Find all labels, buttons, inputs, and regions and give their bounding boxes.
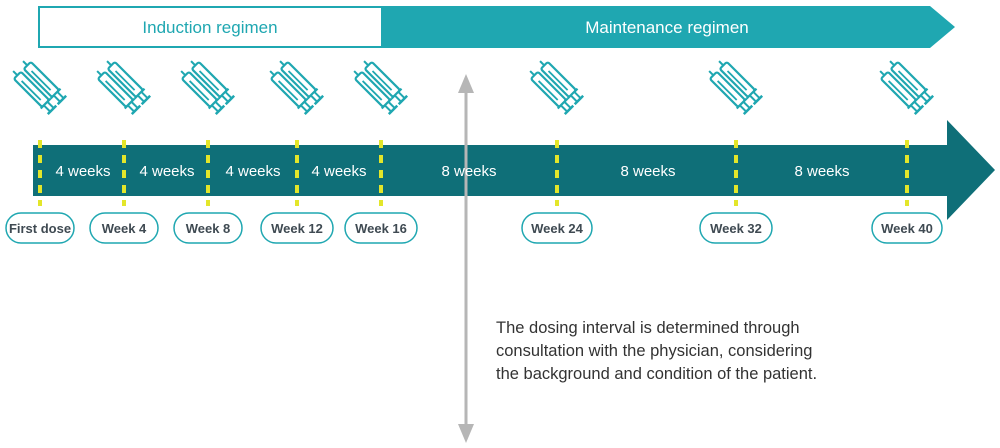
milestone-label: First dose — [9, 221, 71, 236]
milestone-pill: Week 4 — [89, 212, 159, 244]
milestone-pill: Week 16 — [344, 212, 418, 244]
syringe-pair-icon — [525, 56, 584, 115]
dose-markers — [38, 140, 909, 206]
milestone-label: Week 8 — [186, 221, 231, 236]
dose-icons — [8, 56, 934, 115]
maintenance-label: Maintenance regimen — [585, 18, 748, 37]
syringe-pair-icon — [176, 56, 235, 115]
interval-label: 4 weeks — [311, 163, 366, 180]
vertical-double-arrow — [458, 74, 474, 443]
milestone-label: Week 4 — [102, 221, 147, 236]
interval-label: 4 weeks — [225, 163, 280, 180]
interval-labels: 4 weeks 4 weeks 4 weeks 4 weeks 8 weeks 8 wee… — [55, 163, 849, 180]
induction-label: Induction regimen — [142, 18, 277, 37]
timeline-arrow — [33, 120, 995, 220]
note-line: the background and condition of the pati… — [496, 365, 818, 383]
note-line: consultation with the physician, conside… — [496, 342, 813, 360]
syringe-pair-icon — [8, 56, 67, 115]
syringe-pair-icon — [349, 56, 408, 115]
milestone-pill: Week 12 — [260, 212, 334, 244]
milestone-label: Week 12 — [271, 221, 323, 236]
milestone-pill: Week 32 — [699, 212, 773, 244]
milestone-pills: First dose Week 4 Week 8 Week 12 Week 16 Week… — [5, 212, 943, 244]
milestone-label: Week 40 — [881, 221, 933, 236]
interval-label: 8 weeks — [620, 163, 675, 180]
syringe-pair-icon — [92, 56, 151, 115]
milestone-pill: Week 24 — [521, 212, 593, 244]
phase-header: Induction regimen Maintenance regimen — [38, 6, 955, 48]
milestone-pill: First dose — [5, 212, 75, 244]
note-line: The dosing interval is determined throug… — [496, 319, 800, 337]
syringe-pair-icon — [265, 56, 324, 115]
milestone-label: Week 16 — [355, 221, 407, 236]
milestone-pill: Week 40 — [871, 212, 943, 244]
interval-label: 8 weeks — [441, 163, 496, 180]
dosing-interval-note: The dosing interval is determined throug… — [496, 317, 926, 386]
interval-label: 4 weeks — [55, 163, 110, 180]
milestone-label: Week 24 — [531, 221, 584, 236]
interval-label: 8 weeks — [794, 163, 849, 180]
maintenance-bar — [380, 6, 955, 48]
milestone-label: Week 32 — [710, 221, 762, 236]
interval-label: 4 weeks — [139, 163, 194, 180]
milestone-pill: Week 8 — [173, 212, 243, 244]
syringe-pair-icon — [875, 56, 934, 115]
induction-bar — [38, 6, 383, 48]
syringe-pair-icon — [704, 56, 763, 115]
